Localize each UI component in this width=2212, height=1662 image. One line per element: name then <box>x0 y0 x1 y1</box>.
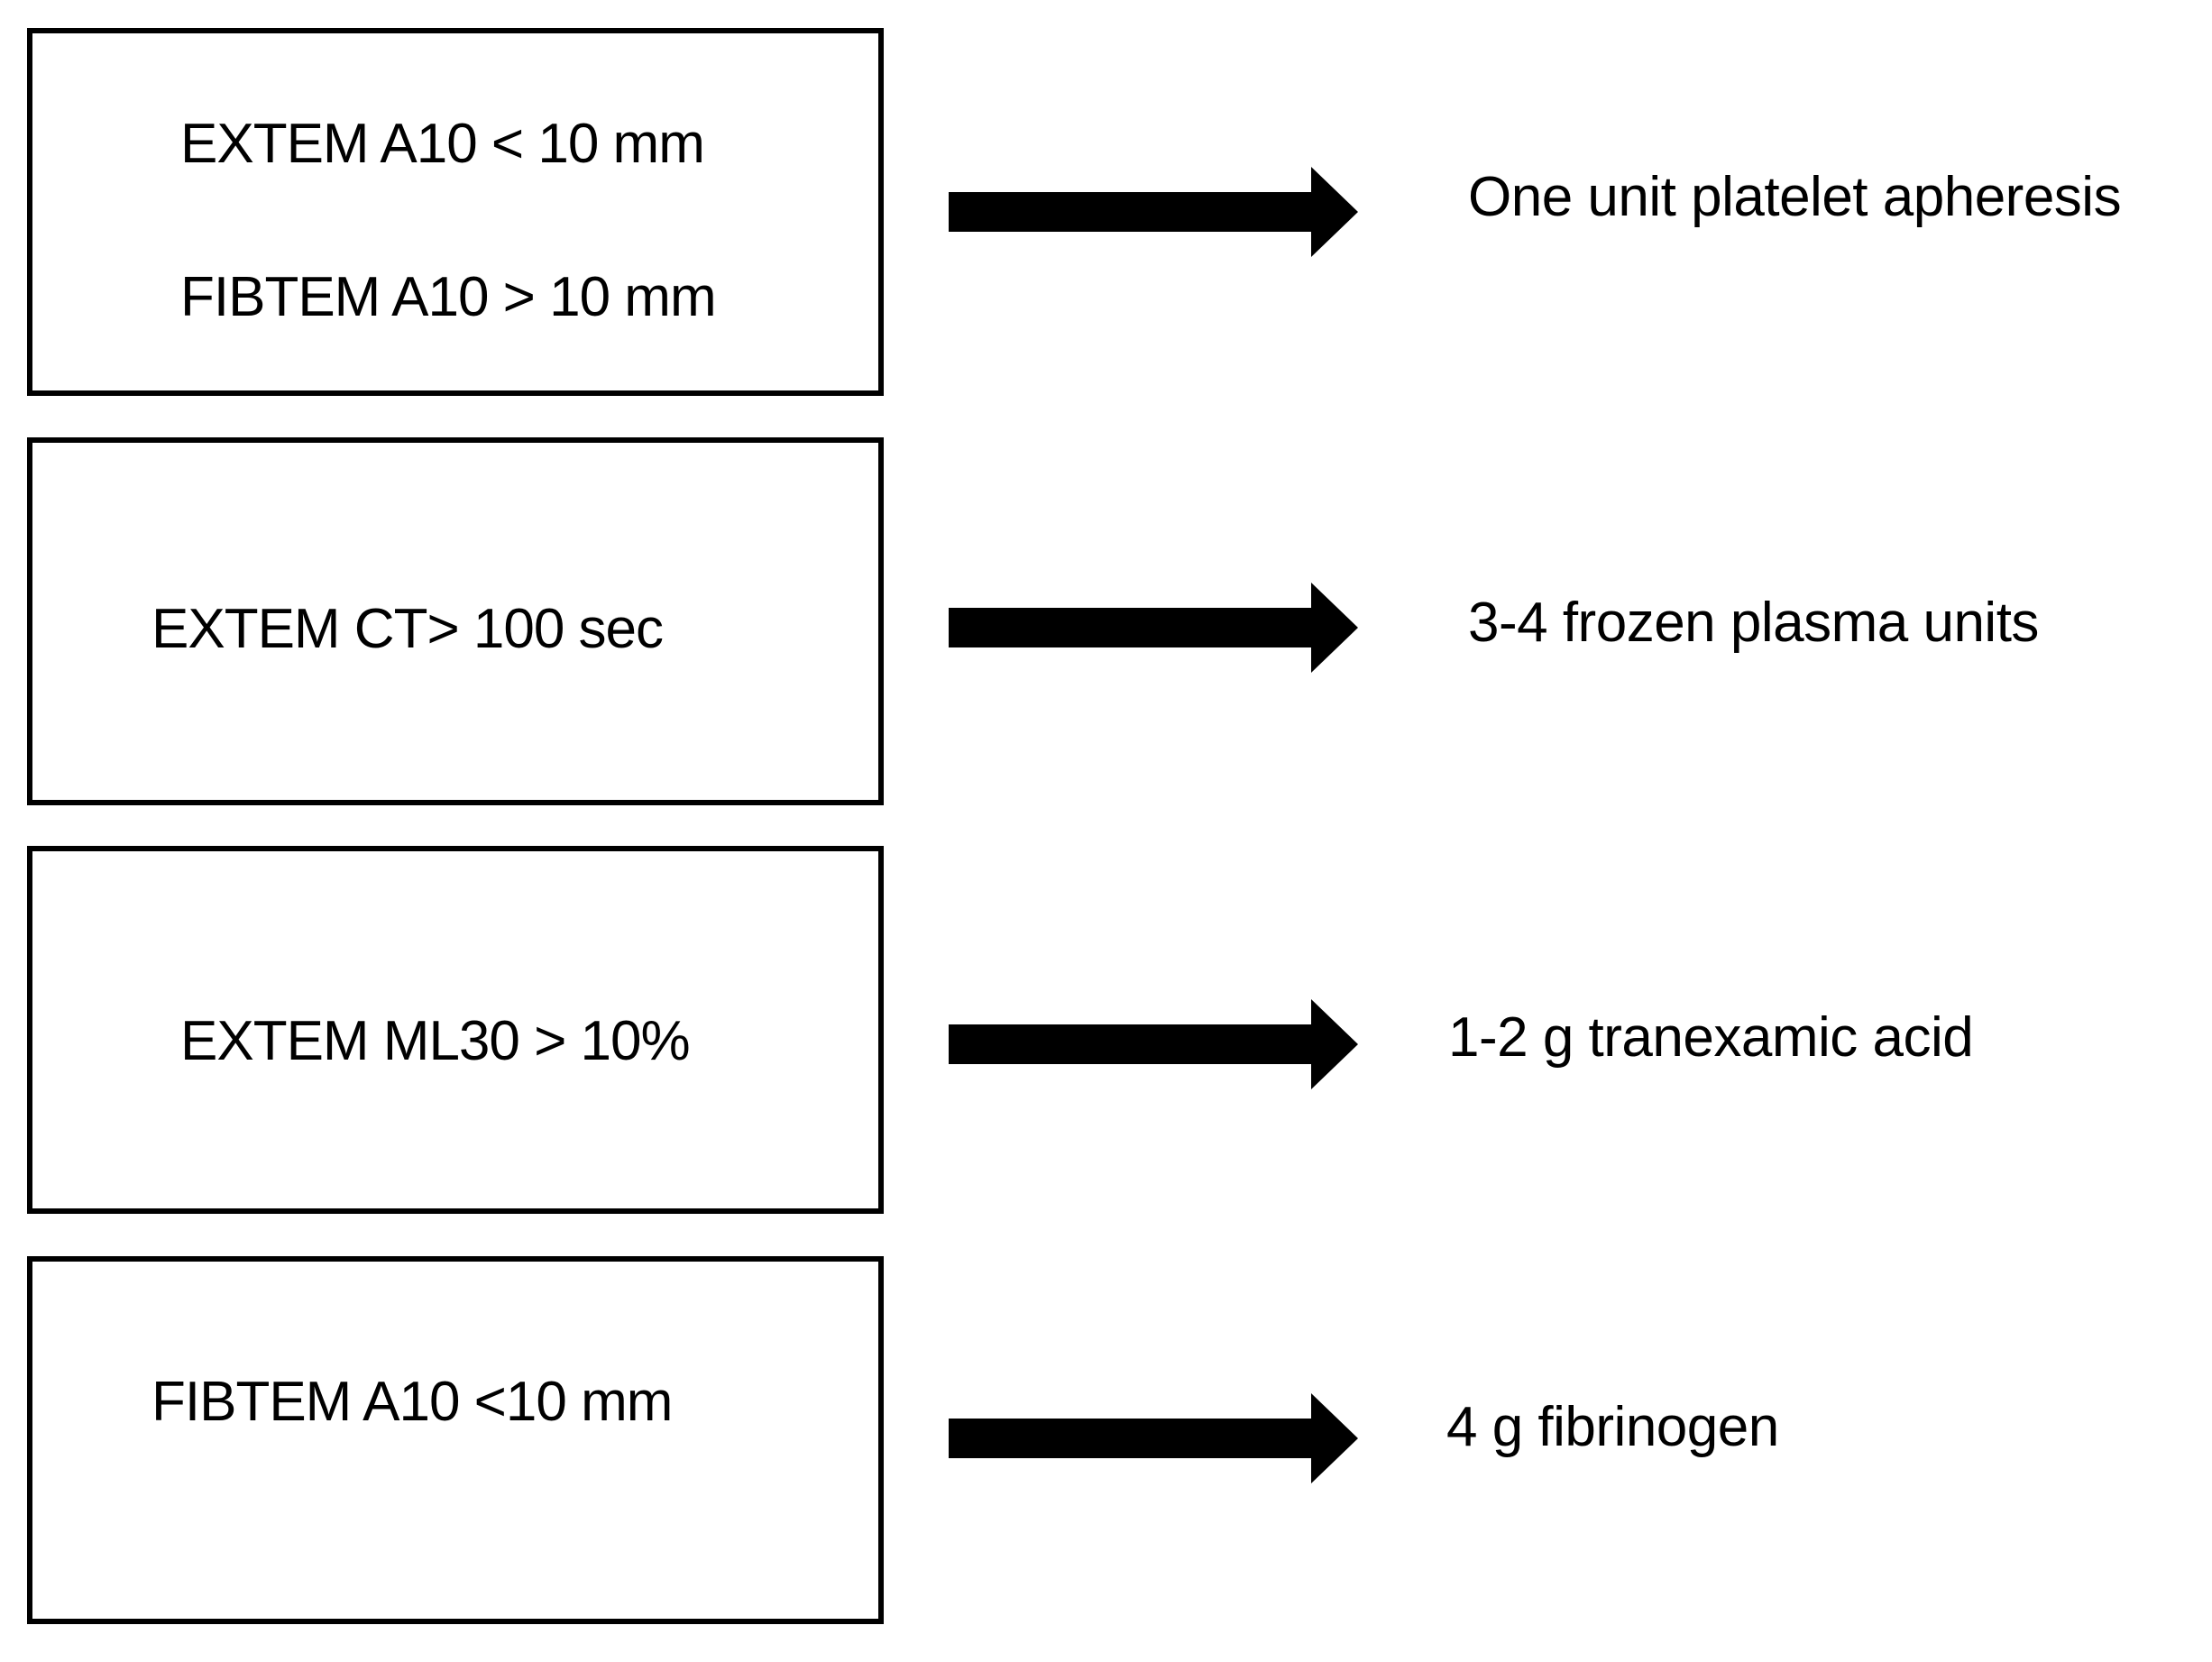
condition-text: EXTEM ML30 > 10% <box>180 1010 691 1072</box>
condition-text: EXTEM CT> 100 sec <box>151 598 664 660</box>
right-arrow-icon <box>949 583 1358 673</box>
condition-box-platelets: EXTEM A10 < 10 mm FIBTEM A10 > 10 mm <box>27 28 884 396</box>
condition-text: FIBTEM A10 <10 mm <box>151 1371 673 1433</box>
treatment-text: One unit platelet apheresis <box>1468 166 2122 228</box>
condition-box-tranexamic: EXTEM ML30 > 10% <box>27 846 884 1214</box>
right-arrow-icon <box>949 167 1358 257</box>
right-arrow-icon <box>949 999 1358 1089</box>
right-arrow-icon <box>949 1393 1358 1483</box>
treatment-text: 4 g fibrinogen <box>1446 1396 1779 1458</box>
condition-text: FIBTEM A10 > 10 mm <box>180 266 717 328</box>
condition-box-plasma: EXTEM CT> 100 sec <box>27 437 884 805</box>
treatment-text: 1-2 g tranexamic acid <box>1448 1006 1974 1069</box>
condition-box-fibrinogen: FIBTEM A10 <10 mm <box>27 1256 884 1624</box>
condition-text: EXTEM A10 < 10 mm <box>180 113 705 175</box>
treatment-text: 3-4 frozen plasma units <box>1468 592 2039 654</box>
